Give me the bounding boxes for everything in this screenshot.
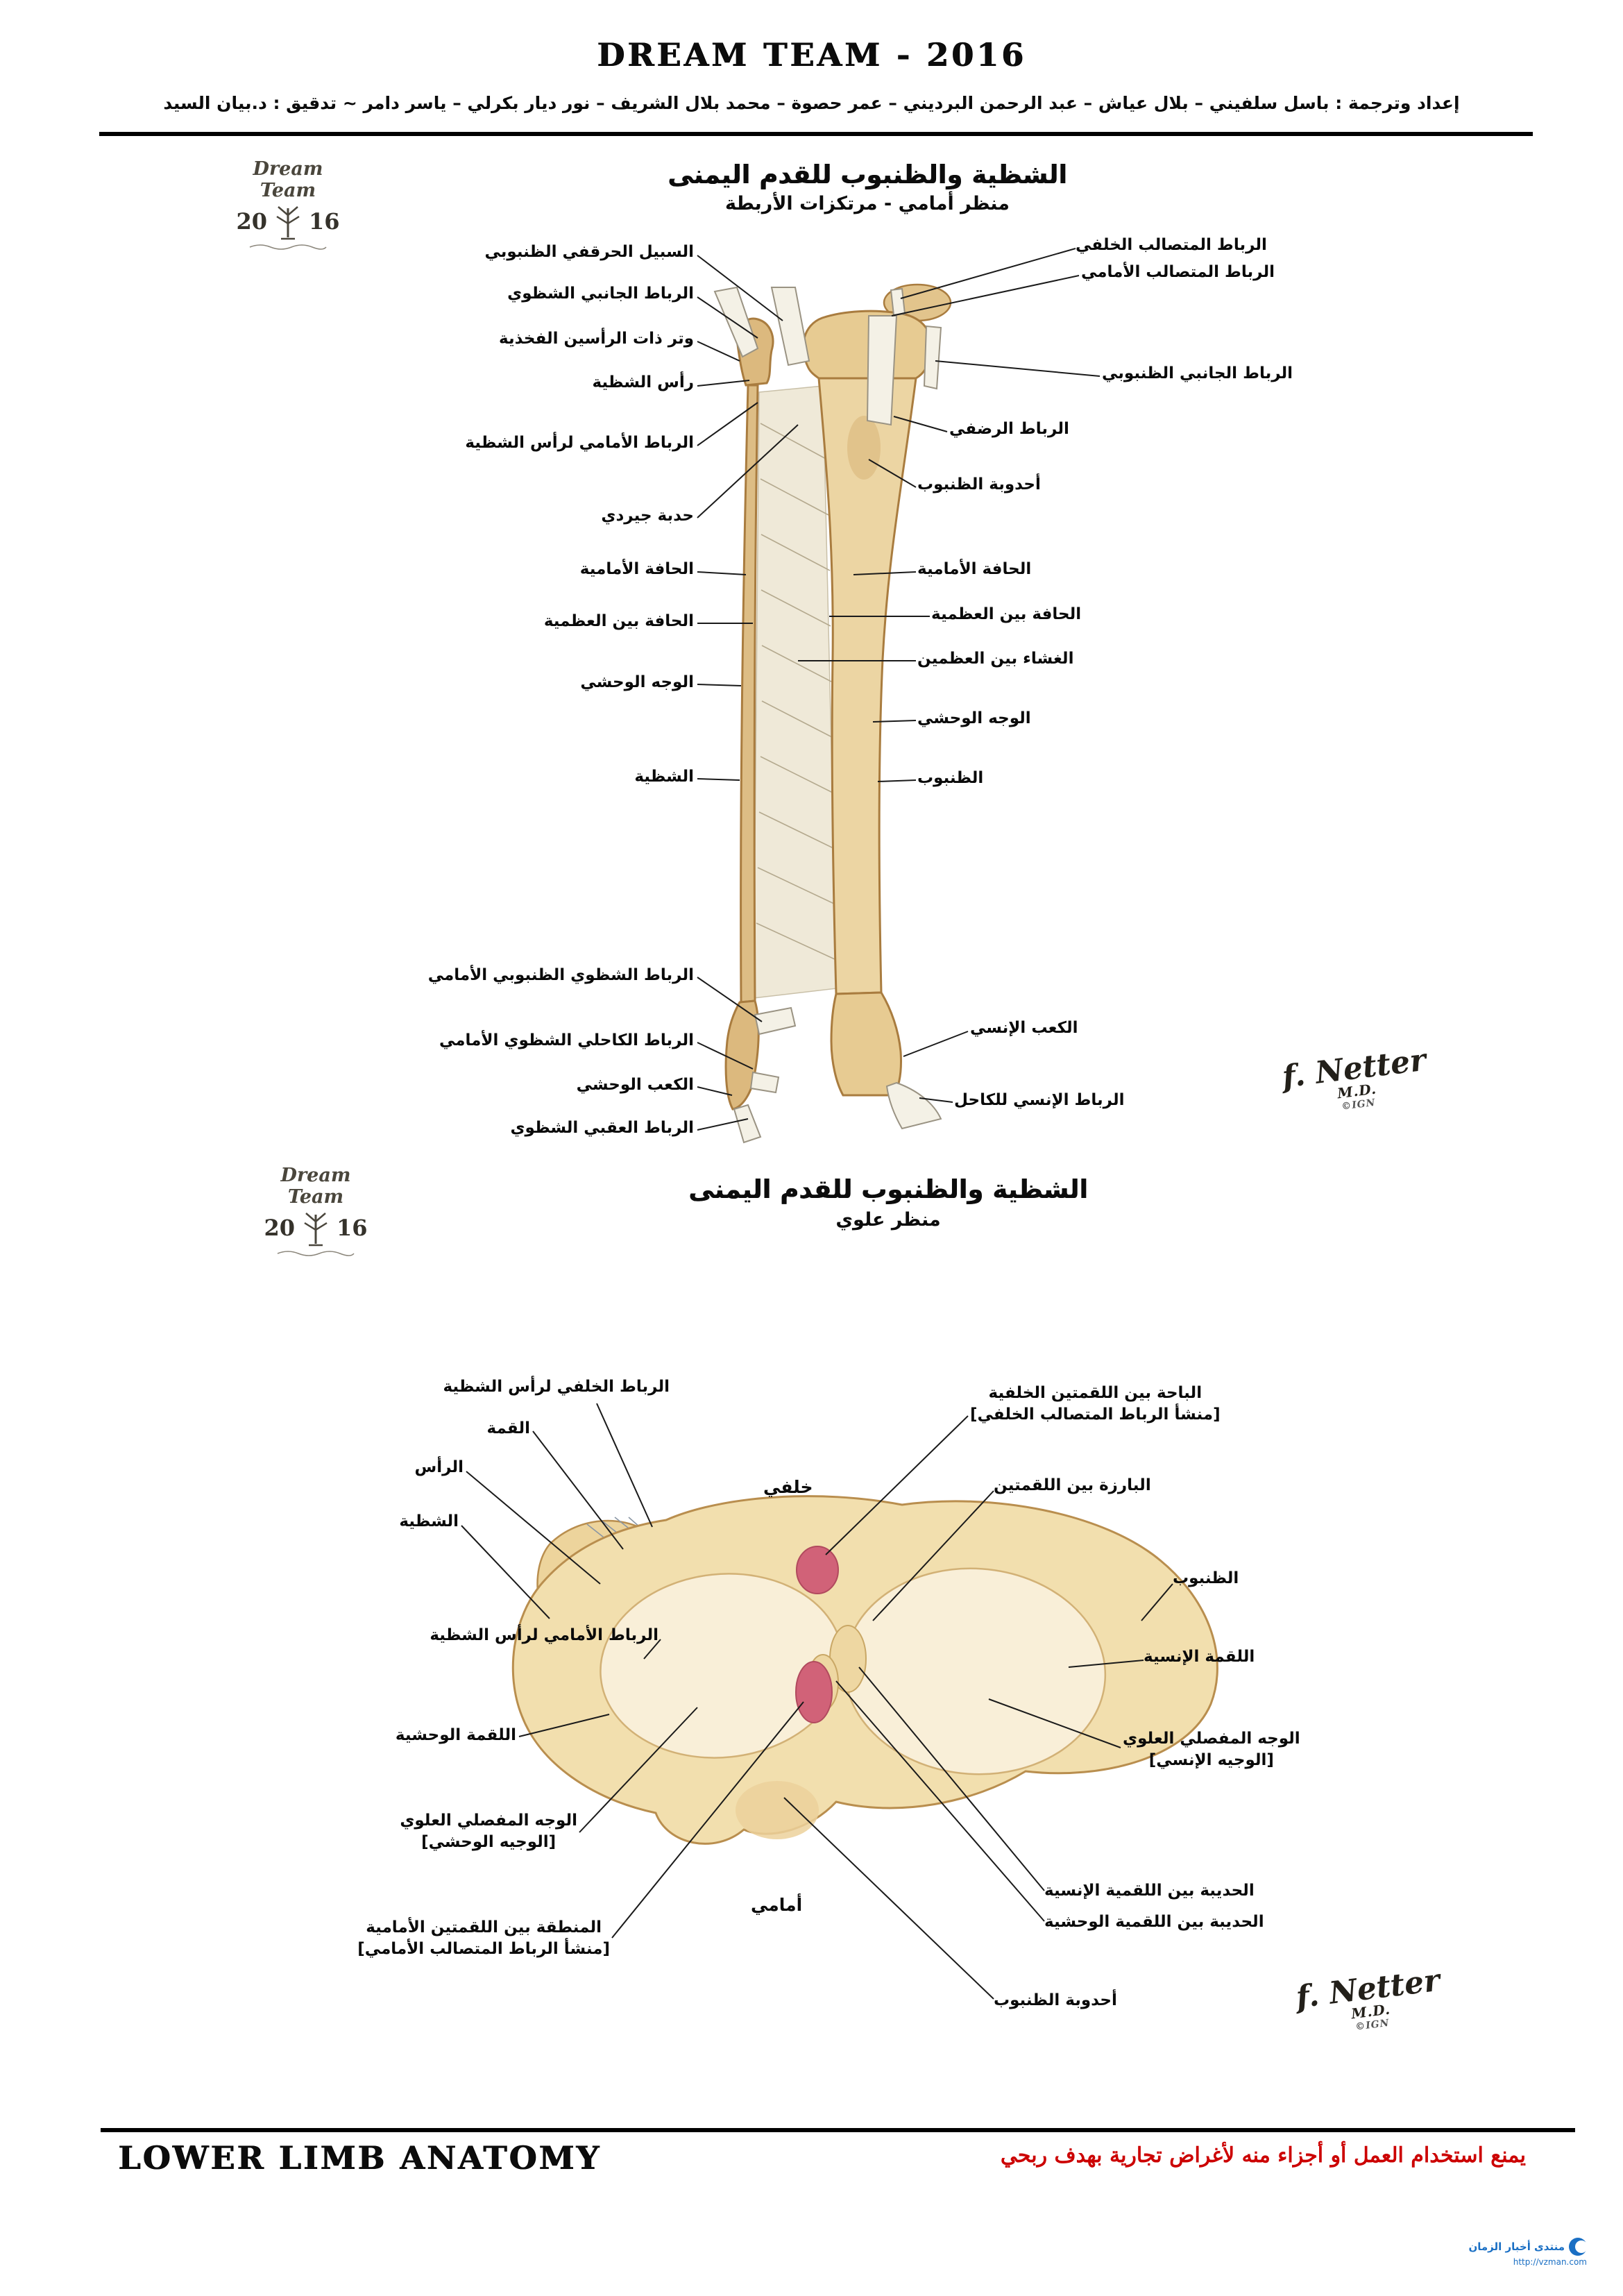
forum-watermark: منتدى أخبار الزمان http://vzman.com bbox=[1468, 2238, 1588, 2267]
anterior-talofibular-ligament-shape bbox=[749, 1071, 780, 1094]
label-interosseous-membrane: الغشاء بين العظمين bbox=[917, 650, 1074, 668]
label-fibula-superior: الشظية bbox=[399, 1512, 459, 1530]
anterior-cruciate-attachment-area bbox=[795, 1661, 833, 1723]
label-tibial-tuberosity: أحدوبة الظنبوب bbox=[917, 475, 1041, 493]
label-lateral-malleolus: الكعب الوحشي bbox=[576, 1076, 694, 1094]
interosseous-membrane bbox=[753, 385, 838, 999]
forum-logo-icon bbox=[1569, 2238, 1588, 2256]
tibial-tuberosity-superior bbox=[736, 1781, 819, 1839]
label-tibia-superior: الظنبوب bbox=[1173, 1569, 1239, 1587]
logo-year-right-2: 16 bbox=[337, 1215, 368, 1241]
diagram2-plateau bbox=[511, 1495, 1218, 1845]
distal-ligaments bbox=[733, 1006, 942, 1144]
label-anterior-ligament-fibular-head-superior: الرباط الأمامي لرأس الشظية bbox=[430, 1626, 658, 1644]
label-biceps-femoris-tendon: وتر ذات الرأسين الفخذية bbox=[499, 330, 694, 348]
label-head: الرأس bbox=[414, 1458, 464, 1476]
tibia-medial-malleolus bbox=[830, 991, 902, 1097]
label-patellar-ligament: الرباط الرضفي bbox=[949, 420, 1069, 438]
label-lateral-surface-tibia: الوجه الوحشي bbox=[917, 709, 1031, 727]
label-medial-ankle-ligament: الرباط الإنسي للكاحل bbox=[954, 1091, 1125, 1109]
fibula-lateral-malleolus bbox=[724, 999, 760, 1111]
label-anterior-talofibular-ligament: الرباط الكاحلي الشظوي الأمامي bbox=[439, 1031, 694, 1049]
membrane-hatching bbox=[756, 423, 835, 960]
label-lateral-condyle: اللقمة الوحشية bbox=[395, 1726, 516, 1744]
label-tibia: الظنبوب bbox=[917, 769, 984, 787]
diagram1-leader-lines bbox=[697, 248, 1101, 1131]
proximal-ligaments bbox=[713, 286, 942, 426]
diagram2-title: الشظية والظنبوب للقدم اليمنى bbox=[688, 1174, 1088, 1204]
diagram2-leader-lines bbox=[461, 1403, 1173, 2000]
label-superior-articular-surface-lateral: الوجه المفصلي العلوي [الوجيه الوحشي] bbox=[400, 1812, 577, 1851]
dream-team-logo-2: Dream Team 20 16 bbox=[250, 1165, 382, 1262]
logo-tagline-squiggle bbox=[249, 244, 327, 250]
page-title: DREAM TEAM - 2016 bbox=[597, 36, 1026, 74]
direction-anterior: أمامي bbox=[751, 1895, 803, 1915]
diagram1-title: الشظية والظنبوب للقدم اليمنى bbox=[668, 160, 1067, 189]
label-medial-condyle: اللقمة الإنسية bbox=[1144, 1648, 1255, 1666]
medial-ankle-ligament-shape bbox=[885, 1081, 942, 1130]
label-anterior-border-tibia: الحافة الأمامية bbox=[917, 560, 1032, 578]
label-superior-articular-surface-medial: الوجه المفصلي العلوي [الوجيه الإنسي] bbox=[1123, 1730, 1300, 1769]
diagram2-subtitle: منظر علوي bbox=[835, 1209, 941, 1231]
logo-tagline-squiggle-2 bbox=[277, 1251, 355, 1256]
label-lateral-intercondylar-tubercle: الحديبة بين اللقمية الوحشية bbox=[1044, 1913, 1264, 1931]
label-intercondylar-eminence: البارزة بين اللقمتين bbox=[994, 1476, 1151, 1494]
calcaneofibular-ligament-shape bbox=[733, 1104, 762, 1144]
label-anterior-border-fibula: الحافة الأمامية bbox=[579, 560, 694, 578]
label-medial-malleolus: الكعب الإنسي bbox=[970, 1019, 1078, 1037]
iliotibial-tract-shape bbox=[770, 287, 810, 366]
forum-name: منتدى أخبار الزمان bbox=[1468, 2240, 1565, 2253]
tree-icon-2 bbox=[304, 1213, 328, 1247]
tibia-condyles bbox=[802, 310, 933, 380]
tibial-collateral-ligament-shape bbox=[923, 325, 942, 390]
label-anterior-intercondylar-area: المنطقة بين اللقمتين الأمامية [منشأ الرب… bbox=[357, 1918, 610, 1958]
fibula-shaft bbox=[740, 384, 759, 1004]
label-posterior-cruciate-ligament: الرباط المتصالب الخلفي bbox=[1076, 236, 1267, 254]
label-tibial-collateral-ligament: الرباط الجانبي الظنبوبي bbox=[1102, 364, 1293, 382]
label-medial-intercondylar-tubercle: الحديبة بين اللقمية الإنسية bbox=[1044, 1882, 1255, 1900]
dream-team-logo: Dream Team 20 16 bbox=[222, 158, 354, 255]
label-interosseous-border-fibula: الحافة بين العظمية bbox=[543, 612, 694, 630]
tree-icon bbox=[276, 206, 300, 240]
label-anterior-cruciate-ligament: الرباط المتصالب الأمامي bbox=[1081, 263, 1275, 281]
cruciate-ligament-shape bbox=[890, 287, 906, 316]
label-interosseous-border-tibia: الحافة بين العظمية bbox=[931, 605, 1082, 623]
patellar-ligament-shape bbox=[866, 315, 898, 426]
label-fibular-collateral-ligament: الرباط الجانبي الشظوي bbox=[507, 285, 694, 303]
diagram1-subtitle: منظر أمامي - مرتكزات الأربطة bbox=[724, 193, 1010, 214]
label-fibular-head: رأس الشظية bbox=[592, 373, 694, 391]
footer-rule bbox=[101, 2128, 1575, 2132]
footer-title: LOWER LIMB ANATOMY bbox=[118, 2139, 602, 2177]
label-posterior-intercondylar-area: الباحة بين اللقمتين الخلفية [منشأ الرباط… bbox=[970, 1384, 1221, 1424]
label-fibula: الشظية bbox=[634, 768, 694, 786]
logo-brand-text-2: Dream Team bbox=[280, 1165, 351, 1208]
label-tibial-tuberosity-superior: أحدوبة الظنبوب bbox=[994, 1991, 1117, 2009]
logo-brand-text: Dream Team bbox=[253, 158, 323, 201]
label-posterior-ligament-fibular-head: الرباط الخلفي لرأس الشظية bbox=[443, 1378, 670, 1396]
label-iliotibial-tract: السبيل الحرقفي الظنبوبي bbox=[484, 243, 694, 261]
tibial-tuberosity-shading bbox=[847, 416, 881, 480]
header-rule bbox=[99, 132, 1533, 136]
biceps-femoris-tendon-shape bbox=[713, 286, 759, 358]
label-gerdy-tubercle: حدبة جيردي bbox=[601, 507, 694, 525]
copyright-notice: يمنع استخدام العمل أو أجزاء منه لأغراض ت… bbox=[1000, 2143, 1526, 2168]
posterior-cruciate-attachment-area bbox=[796, 1546, 839, 1594]
anterior-tibiofibular-ligament-shape bbox=[754, 1006, 797, 1036]
label-lateral-surface-fibula: الوجه الوحشي bbox=[580, 673, 694, 691]
label-anterior-tibiofibular-ligament: الرباط الشظوي الظنبوبي الأمامي bbox=[427, 966, 694, 984]
forum-url: http://vzman.com bbox=[1513, 2257, 1587, 2267]
logo-year-left: 20 bbox=[236, 208, 267, 235]
label-calcaneofibular-ligament: الرباط العقبي الشظوي bbox=[510, 1119, 694, 1137]
logo-year-left-2: 20 bbox=[264, 1215, 295, 1241]
direction-posterior: خلفي bbox=[763, 1477, 813, 1497]
label-apex: القمة bbox=[486, 1419, 530, 1437]
credits-line: إعداد وترجمة : باسل سلفيني – بلال عياش –… bbox=[163, 93, 1460, 113]
logo-year-right: 16 bbox=[309, 208, 340, 235]
label-anterior-ligament-fibular-head: الرباط الأمامي لرأس الشظية bbox=[465, 434, 694, 452]
diagram1-bones bbox=[713, 283, 952, 1144]
